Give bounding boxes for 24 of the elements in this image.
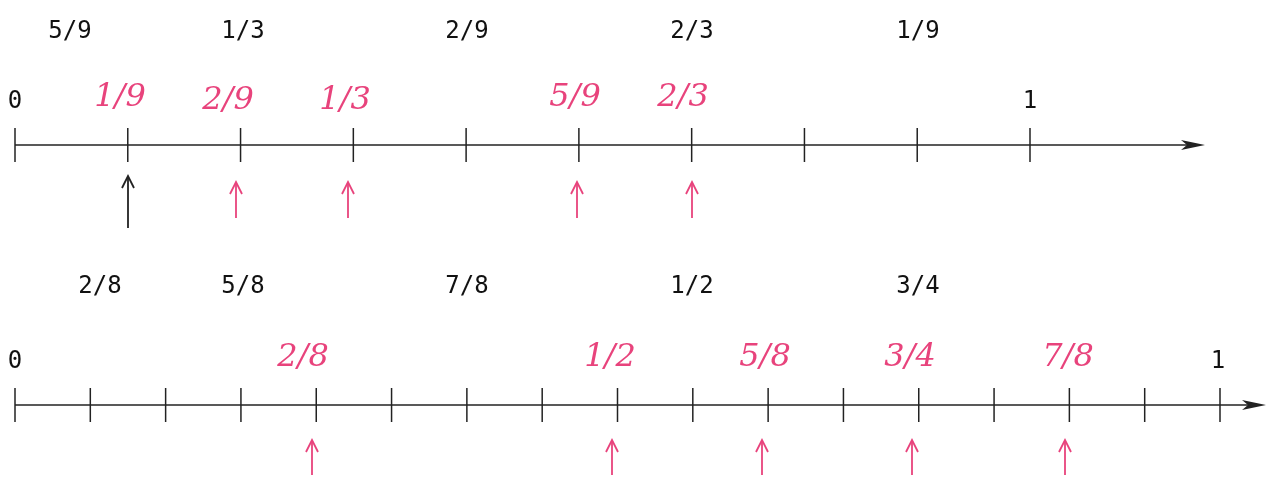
fraction-label: 1/2 (670, 271, 714, 299)
fraction-label: 5/8 (221, 271, 265, 299)
fraction-label: 1 (1022, 86, 1038, 114)
fraction-label: 1/3 (221, 16, 265, 44)
fraction-label: 0 (7, 346, 23, 374)
handwritten-fraction: 1/2 (584, 336, 636, 374)
fraction-label: 3/4 (896, 271, 940, 299)
handwritten-fraction: 3/4 (884, 336, 936, 374)
handwritten-fraction: 5/9 (549, 76, 601, 114)
fraction-label: 5/9 (48, 16, 92, 44)
handwritten-fraction: 2/3 (657, 76, 709, 114)
fraction-label: 1 (1210, 346, 1226, 374)
fraction-label: 7/8 (445, 271, 489, 299)
handwritten-fraction: 1/9 (94, 76, 146, 114)
handwritten-fraction: 1/3 (319, 79, 371, 117)
fraction-label: 2/3 (670, 16, 714, 44)
fraction-label: 2/8 (78, 271, 122, 299)
handwritten-fraction: 7/8 (1042, 336, 1094, 374)
handwritten-fraction: 2/9 (202, 79, 254, 117)
handwritten-fraction: 2/8 (277, 336, 329, 374)
fraction-label: 2/9 (445, 16, 489, 44)
handwritten-fraction: 5/8 (739, 336, 791, 374)
fraction-label: 0 (7, 86, 23, 114)
fraction-label: 1/9 (896, 16, 940, 44)
